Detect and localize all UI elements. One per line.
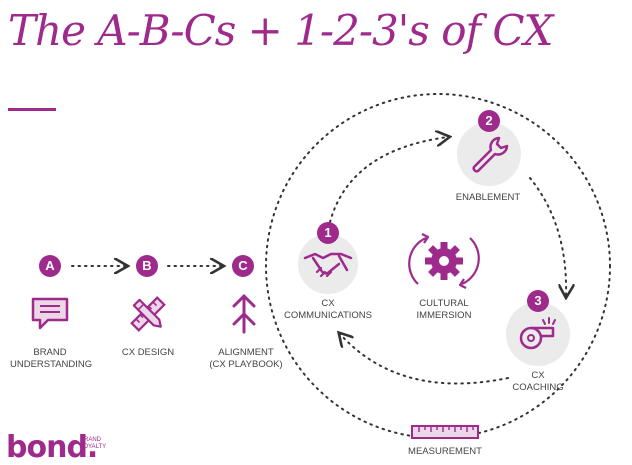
step-2-icon-bg — [457, 122, 521, 186]
brand-logo: bond. — [6, 430, 98, 465]
speech-bubble-icon — [31, 297, 69, 330]
step-1-icon-bg — [298, 234, 358, 294]
page-title: The A-B-Cs + 1-2-3's of CX — [8, 6, 553, 55]
title-underline — [8, 108, 56, 111]
arc-2-to-3 — [529, 177, 566, 296]
label-enablement: ENABLEMENT — [455, 192, 521, 203]
badge-step-2: 2 — [478, 110, 500, 132]
badge-step-3: 3 — [527, 290, 549, 312]
badge-b: B — [136, 255, 158, 277]
badge-step-1: 1 — [317, 222, 339, 244]
label-alignment: ALIGNMENT (CX PLAYBOOK) — [209, 347, 283, 370]
handshake-icon — [303, 252, 353, 278]
whistle-icon — [519, 317, 556, 350]
step-3-icon-bg — [506, 302, 570, 366]
alignment-arrows-icon — [232, 294, 256, 334]
arc-1-to-2 — [329, 137, 448, 223]
wrench-icon — [472, 136, 509, 173]
label-cx-communications: CX COMMUNICATIONS — [284, 298, 372, 321]
label-cultural-immersion: CULTURAL IMMERSION — [416, 298, 472, 321]
label-cx-coaching: CX COACHING — [512, 370, 564, 393]
arc-3-to-1 — [340, 334, 509, 385]
label-cx-design: CX DESIGN — [121, 347, 175, 358]
label-brand-understanding: BRAND UNDERSTANDING — [10, 347, 93, 370]
badge-a: A — [39, 255, 61, 277]
badge-c: C — [232, 255, 254, 277]
brand-logo-tagline: BRAND LOYALTY — [80, 437, 107, 450]
label-measurement: MEASUREMENT — [408, 446, 482, 457]
outer-dotted-cycle — [265, 93, 611, 439]
gear-cycle-icon — [408, 233, 480, 289]
ruler-pencil-icon — [130, 296, 166, 332]
measuring-tape-icon — [411, 425, 479, 439]
